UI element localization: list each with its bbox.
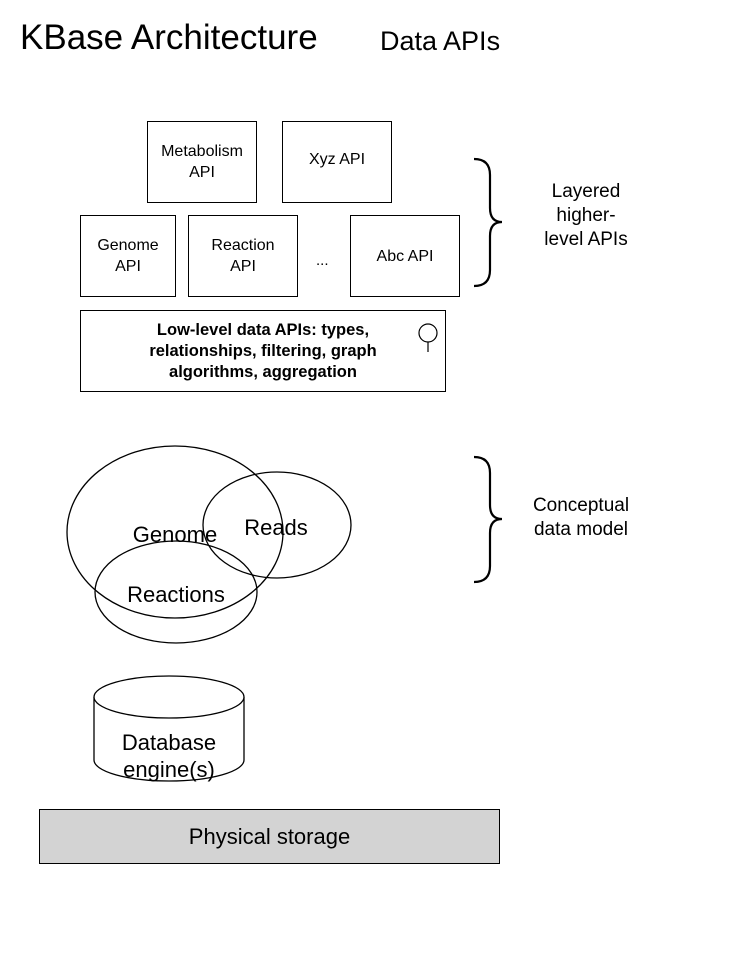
low-level-api-line3: algorithms, aggregation xyxy=(169,362,357,381)
xyz-api-label: Xyz API xyxy=(308,151,366,168)
reaction-api-label-line2: API xyxy=(230,258,256,275)
low-level-api-line1: Low-level data APIs: types, xyxy=(156,320,370,339)
conceptual-model-line1: Conceptual xyxy=(532,495,630,516)
more-apis-ellipsis: ... xyxy=(316,252,329,269)
xyz-api-box: Xyz API xyxy=(282,121,392,203)
database-icon xyxy=(93,675,245,782)
genome-api-box: Genome API xyxy=(80,215,176,297)
reads-ellipse xyxy=(202,471,352,579)
genome-api-label-line2: API xyxy=(115,258,141,275)
database-label-line2: engine(s) xyxy=(123,757,215,782)
reactions-ellipse xyxy=(94,540,258,644)
metabolism-api-label-line2: API xyxy=(189,164,215,181)
low-level-api-line2: relationships, filtering, graph xyxy=(149,341,377,360)
metabolism-api-box: Metabolism API xyxy=(147,121,257,203)
layered-apis-line2: higher- xyxy=(556,205,616,226)
genome-api-label-line1: Genome xyxy=(97,237,159,254)
page-subtitle: Data APIs xyxy=(380,26,501,56)
pin-icon xyxy=(418,323,438,352)
low-level-api-box: Low-level data APIs: types, relationship… xyxy=(80,310,446,392)
metabolism-api-label-line1: Metabolism xyxy=(161,143,243,160)
abc-api-label: Abc API xyxy=(376,247,434,265)
reactions-label: Reactions xyxy=(127,582,225,607)
genome-label: Genome xyxy=(133,522,217,547)
abc-api-box: Abc API xyxy=(350,215,460,297)
genome-ellipse xyxy=(66,445,284,619)
page-title: KBase Architecture xyxy=(20,18,318,57)
database-label-line1: Database xyxy=(122,730,216,755)
layered-apis-brace xyxy=(473,157,503,288)
conceptual-model-label: Conceptual data model xyxy=(515,494,647,542)
layered-apis-line3: level APIs xyxy=(544,229,628,250)
physical-storage-label: Physical storage xyxy=(188,824,351,849)
reads-label: Reads xyxy=(244,515,308,540)
reaction-api-box: Reaction API xyxy=(188,215,298,297)
layered-apis-line1: Layered xyxy=(551,181,621,202)
conceptual-model-line2: data model xyxy=(533,519,628,540)
reaction-api-label-line1: Reaction xyxy=(211,237,275,254)
conceptual-model-brace xyxy=(473,455,503,584)
physical-storage-box: Physical storage xyxy=(39,809,500,864)
layered-apis-label: Layered higher- level APIs xyxy=(522,180,650,252)
